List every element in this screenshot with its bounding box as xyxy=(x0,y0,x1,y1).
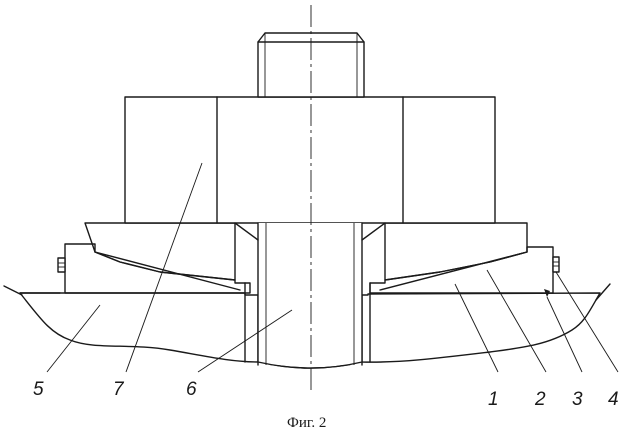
surface-line xyxy=(4,286,22,295)
label-6: 6 xyxy=(186,379,197,400)
label-1: 1 xyxy=(488,389,499,410)
label-4: 4 xyxy=(608,389,619,410)
seal-right xyxy=(553,257,559,272)
surface-line-right xyxy=(596,284,610,300)
bolt-shank xyxy=(235,223,385,368)
label-2: 2 xyxy=(534,389,546,410)
nut xyxy=(125,97,495,223)
seal-left xyxy=(58,258,65,272)
label-5: 5 xyxy=(33,379,44,400)
label-3: 3 xyxy=(572,389,583,410)
label-7: 7 xyxy=(113,379,125,400)
figure-caption: Фиг. 2 xyxy=(287,415,326,431)
